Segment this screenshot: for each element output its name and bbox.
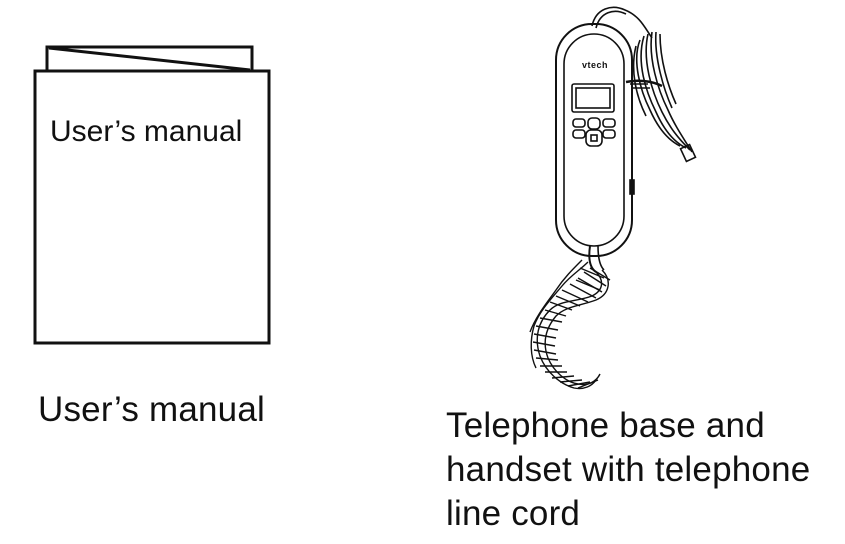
key-right-top: [602, 118, 616, 128]
manual-caption: User’s manual: [38, 390, 265, 429]
handset-face: [563, 33, 625, 247]
telephone-illustration: [529, 6, 697, 390]
phone-caption-line-2: handset with telephone: [446, 450, 811, 489]
handset-coiled-cord: [529, 259, 611, 390]
key-right-bottom: [602, 129, 616, 139]
line-cord-plug: [679, 143, 697, 163]
manual-booklet-illustration: [33, 45, 271, 345]
key-center-bottom: [585, 129, 603, 147]
handset-body: [555, 23, 633, 257]
phone-caption: Telephone base and handset with telephon…: [446, 404, 810, 536]
line-cord-top: [591, 6, 653, 39]
handset-display: [571, 83, 615, 113]
handset-keypad: [572, 117, 616, 147]
phone-caption-line-1: Telephone base and: [446, 406, 765, 445]
brand-logo: vtech: [582, 60, 609, 70]
key-center-top: [587, 117, 601, 130]
side-button: [629, 179, 635, 195]
booklet-cover: [33, 69, 271, 345]
line-cord-coil: [625, 31, 697, 163]
key-left-bottom: [572, 129, 586, 139]
booklet-fold-line: [48, 46, 251, 72]
key-left-top: [572, 118, 586, 128]
phone-caption-line-3: line cord: [446, 494, 581, 533]
manual-cover-title: User’s manual: [50, 115, 243, 148]
